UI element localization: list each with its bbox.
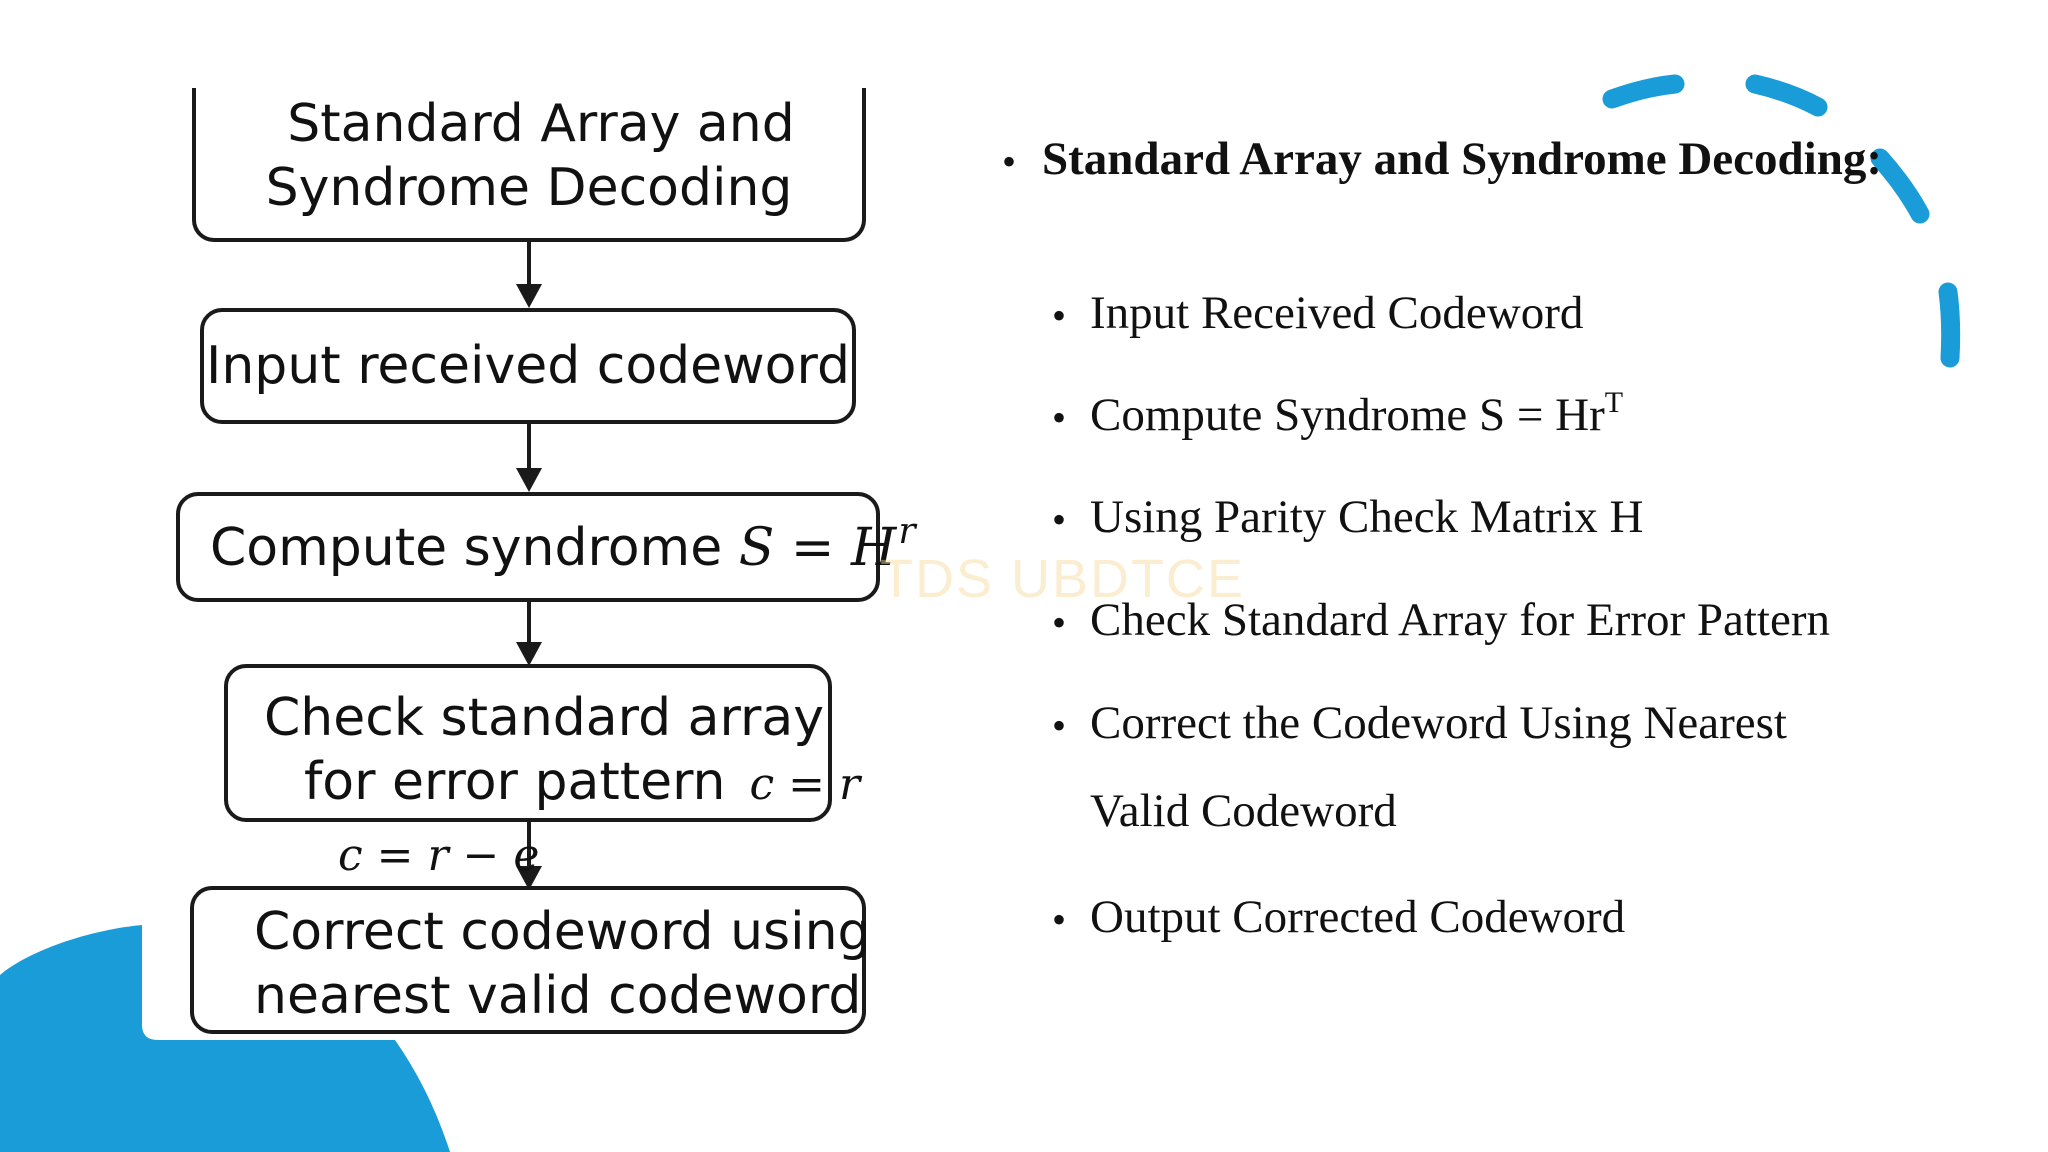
blue-dashed-arc xyxy=(1602,74,1961,368)
flow-step-syndrome-formula: S = H xyxy=(738,518,897,578)
flow-edge-label: c = r − e xyxy=(338,830,540,881)
flow-step-check-line2-wrap: for error pattern c = r xyxy=(228,750,860,817)
flow-arrowhead-3 xyxy=(516,642,542,666)
bullet-item-2: Compute Syndrome S = Hr xyxy=(1090,389,1605,441)
bullet-item-1: Input Received Codeword xyxy=(1090,287,1584,339)
bullet-item-5-line1: Correct the Codeword Using Nearest xyxy=(1090,697,1787,749)
flow-step-syndrome-label: Compute syndrome xyxy=(210,518,723,578)
bullet-item-2-superscript: T xyxy=(1604,386,1624,419)
flow-arrow-2 xyxy=(527,424,531,468)
flow-step-check-formula: c = r xyxy=(749,759,861,810)
flow-arrowhead-2 xyxy=(516,468,542,492)
flow-step-input: Input received codeword xyxy=(200,308,856,424)
bullet-item-4: Check Standard Array for Error Pattern xyxy=(1090,594,1830,646)
flow-arrow-3 xyxy=(527,602,531,642)
bullet-dot-3: • xyxy=(1052,497,1067,542)
bullet-dot-1: • xyxy=(1052,293,1067,338)
bullet-dot-6: • xyxy=(1052,897,1067,942)
bullet-item-3: Using Parity Check Matrix H xyxy=(1090,491,1644,543)
bullet-dot-5: • xyxy=(1052,703,1067,748)
flow-step-check: Check standard array for error pattern c … xyxy=(224,664,860,822)
bullet-heading-dot: • xyxy=(1002,139,1017,184)
flow-step-check-line1: Check standard array xyxy=(264,688,825,748)
flow-step-syndrome-superscript: r xyxy=(898,511,916,552)
bullet-item-2-wrap: Compute Syndrome S = HrT xyxy=(1090,386,1624,442)
flow-step-title-line1: Standard Array and xyxy=(287,94,795,154)
bullet-dot-2: • xyxy=(1052,395,1067,440)
flow-step-title: Standard Array and Syndrome Decoding xyxy=(192,88,866,242)
bullet-dot-4: • xyxy=(1052,600,1067,645)
flow-step-correct: Correct codeword using nearest valid cod… xyxy=(190,886,871,1034)
flow-step-correct-line1: Correct codeword using xyxy=(254,902,871,962)
flow-arrow-1 xyxy=(527,242,531,284)
blue-corner-blob xyxy=(0,925,450,1152)
bullet-item-6: Output Corrected Codeword xyxy=(1090,891,1626,943)
flow-step-correct-line2: nearest valid codeword xyxy=(254,966,862,1026)
flow-step-title-line2: Syndrome Decoding xyxy=(265,158,793,218)
watermark: TDS UBDTCE xyxy=(880,549,1246,609)
bullet-item-5-line2: Valid Codeword xyxy=(1090,785,1397,837)
bullet-heading: Standard Array and Syndrome Decoding: xyxy=(1042,133,1883,185)
flow-step-syndrome: Compute syndrome S = Hr xyxy=(176,492,916,602)
flow-arrow-4 xyxy=(527,822,531,872)
flow-step-check-line2: for error pattern xyxy=(304,752,726,812)
flow-arrowhead-1 xyxy=(516,284,542,308)
flow-step-input-label: Input received codeword xyxy=(206,336,850,396)
